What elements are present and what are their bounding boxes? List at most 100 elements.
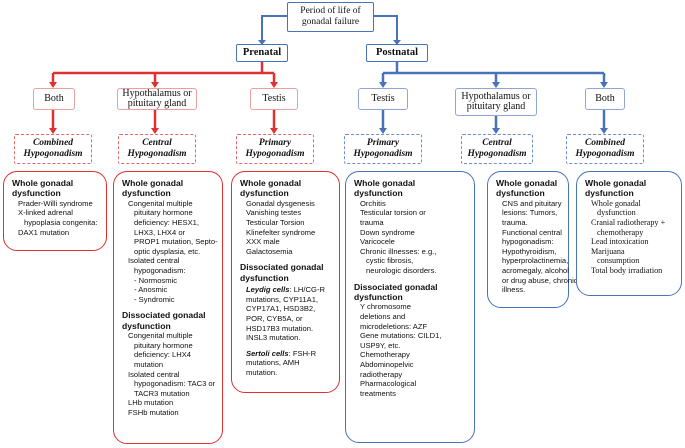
detail-line: X-linked adrenal	[18, 208, 73, 218]
root-line-2: gonadal failure	[301, 17, 360, 27]
postnatal-cat-both: Both	[585, 88, 625, 110]
detail-line: pituitary hormone	[134, 340, 193, 350]
detail-line: CNS and pituitary	[502, 198, 562, 208]
prenatal-cat-hypo-line2: pituitary gland	[127, 98, 187, 109]
postnatal-combined-heading1: Whole gonadal	[585, 178, 647, 188]
detail-line: Marijuana	[591, 246, 625, 256]
detail-line: Functional central	[502, 227, 562, 237]
postnatal-dx-primary-line2: Hypogonadism	[353, 149, 413, 159]
detail-line: Cranial radiotherapy +	[591, 218, 666, 227]
detail-line: LHb mutation	[128, 398, 174, 408]
detail-line: mutations, AMH	[246, 358, 300, 368]
prenatal-both-details: Whole gonadal dysfunction Prader-Willi s…	[3, 171, 107, 251]
prenatal-primary-heading1: Whole gonadal	[240, 178, 302, 188]
detail-line: lesions: Tumors,	[502, 208, 558, 218]
prenatal-dx-combined: Combined Hypogonadism	[14, 134, 92, 164]
postnatal-cat-hypo-line1: Hypothalamus or	[461, 91, 531, 102]
detail-line: CYP17A1, HSD3B2,	[246, 304, 316, 314]
detail-line: acromegaly, alcohol	[502, 265, 569, 275]
detail-line: PROP1 mutation, Septo-	[134, 237, 218, 247]
postnatal-combined-heading2: dysfunction	[585, 188, 634, 199]
detail-line: microdeletions: AZF	[360, 321, 428, 331]
prenatal-central-heading4: dysfunction	[122, 320, 171, 331]
detail-line: deficiency: LHX4	[134, 350, 191, 360]
detail-line: consumption	[597, 256, 640, 266]
detail-line: trauma	[360, 218, 384, 227]
detail-line: Down syndrome	[360, 227, 415, 237]
prenatal-central-heading1: Whole gonadal	[122, 178, 184, 188]
detail-line: HSD17B3 mutation.	[246, 323, 314, 333]
prenatal-cat-hypothalamus: Hypothalamus or pituitary gland	[117, 88, 197, 110]
postnatal-central-heading1: Whole gonadal	[496, 178, 558, 188]
detail-line: - Anosmic	[134, 285, 168, 295]
detail-line: LHX3, LHX4 or	[134, 227, 186, 237]
detail-line: Pharmacological	[360, 379, 417, 389]
postnatal-cat-testis: Testis	[358, 88, 408, 110]
detail-line: Lead intoxication	[591, 237, 649, 247]
postnatal-dx-central-line2: Hypogonadism	[467, 149, 527, 159]
prenatal-cat-both: Both	[33, 88, 75, 110]
prenatal-primary-heading3: Dissociated gonadal	[240, 262, 324, 273]
detail-line: cystic fibrosis,	[366, 256, 414, 266]
detail-line: Total body irradiation	[591, 265, 663, 275]
postnatal-cat-both-label: Both	[595, 93, 615, 104]
detail-line: Galactosemia	[246, 246, 293, 256]
prenatal-dx-primary-line2: Hypogonadism	[245, 149, 305, 159]
postnatal-dx-central-line1: Central	[482, 138, 512, 148]
root-to-prenatal-line	[261, 15, 287, 44]
postnatal-dx-combined-line2: Hypogonadism	[575, 149, 635, 159]
postnatal-cat-hypothalamus: Hypothalamus or pituitary gland	[455, 88, 537, 116]
detail-line: chemotherapy	[597, 227, 644, 237]
detail-line: mutations, CYP11A1,	[246, 294, 319, 304]
detail-line: treatments	[360, 388, 396, 398]
postnatal-primary-details: Whole gonadal dysfunction Orchitis Testi…	[345, 171, 475, 443]
detail-line: TACR3 mutation	[134, 388, 190, 398]
leydig-text: : LH/CG-R	[289, 285, 325, 295]
detail-line: hypogonadism: TAC3 or	[134, 379, 216, 389]
detail-line: Varicocele	[360, 237, 395, 247]
detail-line: Vanishing testes	[246, 208, 302, 218]
postnatal-combined-details: Whole gonadal dysfunction Whole gonadal …	[576, 171, 682, 296]
detail-line: Orchitis	[360, 198, 386, 208]
detail-line: USP9Y, etc.	[360, 340, 401, 350]
postnatal-node: Postnatal	[366, 44, 428, 62]
leydig-label: Leydig cells	[246, 285, 290, 295]
postnatal-dx-central: Central Hypogonadism	[461, 134, 533, 164]
prenatal-both-heading: Whole gonadal dysfunction	[12, 178, 74, 199]
detail-line: Chronic illnesses: e.g.,	[360, 246, 437, 256]
detail-line: Congenital multiple	[128, 331, 193, 341]
prenatal-label: Prenatal	[242, 47, 282, 58]
postnatal-central-details: Whole gonadal dysfunction CNS and pituit…	[487, 171, 578, 308]
prenatal-arrow-both	[49, 82, 57, 88]
root-line-1: Period of life of	[300, 6, 361, 16]
detail-line: dysfunction	[597, 208, 636, 218]
prenatal-dx-central-line1: Central	[142, 138, 172, 148]
detail-line: or drug abuse, chronic	[502, 275, 578, 285]
prenatal-primary-heading2: dysfunction	[240, 188, 289, 199]
detail-line: Whole gonadal	[591, 198, 641, 208]
postnatal-primary-heading3: Dissociated gonadal	[354, 281, 438, 292]
root-to-postnatal-line	[374, 15, 398, 44]
detail-line: neurologic disorders.	[366, 265, 437, 275]
prenatal-arrow-hypo	[151, 82, 159, 88]
prenatal-node: Prenatal	[236, 44, 288, 62]
prenatal-dx-primary-line1: Primary	[258, 138, 292, 148]
detail-line: radiotherapy	[360, 369, 403, 379]
detail-line: Testicular torsion or	[360, 208, 426, 218]
sertoli-text: : FSH-R	[288, 348, 317, 358]
prenatal-dx-central: Central Hypogonadism	[118, 134, 196, 164]
root-to-prenatal-arrow	[258, 40, 266, 45]
detail-line: hypogonadism:	[134, 265, 186, 275]
prenatal-dx-combined-line2: Hypogonadism	[23, 149, 83, 159]
postnatal-dx-combined-line1: Combined	[584, 138, 626, 148]
prenatal-dx-combined-line1: Combined	[32, 138, 74, 148]
detail-line: - Syndromic	[134, 294, 175, 304]
detail-line: Congenital multiple	[128, 198, 193, 208]
postnatal-dx-primary-line1: Primary	[366, 138, 400, 148]
prenatal-primary-details: Whole gonadal dysfunction Gonadal dysgen…	[231, 171, 340, 393]
postnatal-cat-hypo-line2: pituitary gland	[466, 101, 526, 112]
root-node: Period of life of gonadal failure	[287, 2, 374, 32]
prenatal-cat-testis: Testis	[250, 88, 298, 110]
